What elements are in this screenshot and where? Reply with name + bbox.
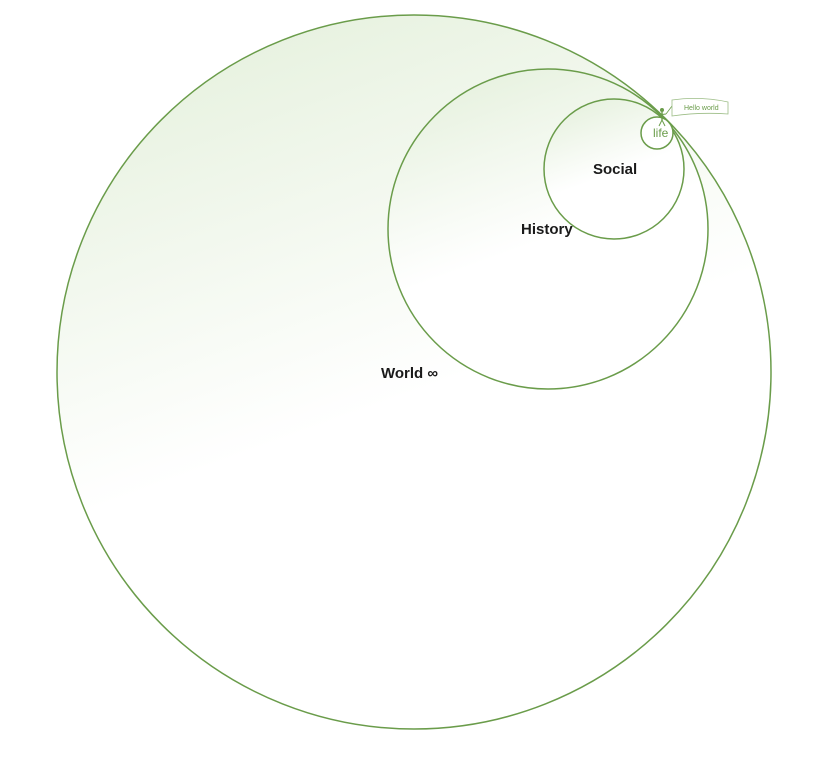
flag-banner: Hello world <box>671 98 729 117</box>
world-label: World ∞ <box>381 365 438 382</box>
history-label: History <box>521 221 573 238</box>
life-label: life <box>653 126 669 140</box>
person-icon <box>657 105 673 127</box>
social-label: Social <box>593 161 637 178</box>
flag-text: Hello world <box>684 105 719 112</box>
